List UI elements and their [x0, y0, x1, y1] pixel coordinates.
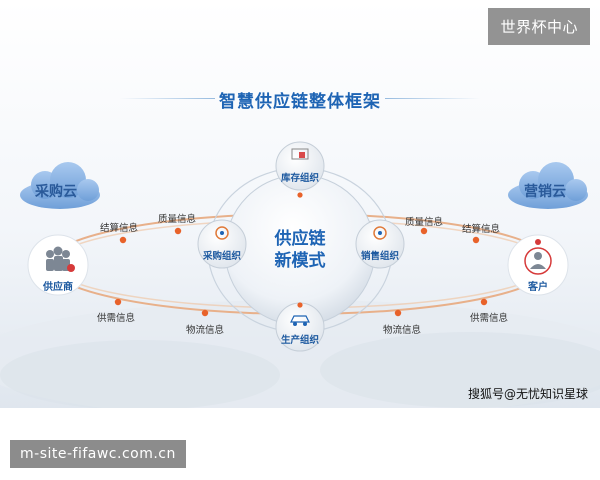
flow-dot: [480, 298, 488, 306]
flow-dot: [114, 298, 122, 306]
node-left-label: 采购组织: [202, 251, 241, 262]
flow-label-upper-left-1: 结算信息: [100, 223, 139, 234]
title-divider-right: [385, 98, 480, 99]
flow-label-upper-left-2: 质量信息: [158, 214, 197, 225]
node-right-label: 销售组织: [360, 251, 399, 262]
production-icon: [290, 315, 310, 326]
center-line1: 供应链: [274, 229, 326, 249]
flow-label-upper-right-2: 结算信息: [462, 224, 501, 235]
flow-dot: [297, 302, 303, 308]
cloud-left: [20, 162, 100, 209]
site-url-label: m-site-fifawc.com.cn: [10, 440, 186, 468]
diagram-title: 智慧供应链整体框架: [219, 92, 381, 112]
flow-label-upper-right-1: 质量信息: [405, 217, 444, 228]
flow-label-lower-right-1: 物流信息: [383, 325, 422, 336]
flow-dot: [394, 309, 402, 317]
supplier-label: 供应商: [43, 282, 73, 293]
customer-endpoint: [507, 234, 569, 296]
node-bottom-label: 生产组织: [280, 335, 319, 346]
node-bottom: [275, 302, 325, 352]
procurement-icon: [215, 226, 229, 240]
people-icon: [46, 246, 75, 272]
cloud-right: [508, 162, 588, 209]
flow-dot: [119, 236, 127, 244]
flow-label-lower-right-2: 供需信息: [470, 313, 509, 324]
flow-label-lower-left-2: 物流信息: [186, 325, 225, 336]
node-left: [197, 219, 247, 269]
flow-dots: [114, 192, 488, 317]
node-top: [275, 141, 325, 191]
source-watermark: 搜狐号@无忧知识星球: [467, 387, 588, 401]
flow-label-lower-left-1: 供需信息: [97, 313, 136, 324]
cloud-right-label: 营销云: [524, 184, 566, 200]
flow-dot: [174, 227, 182, 235]
person-icon: [530, 252, 546, 269]
sales-icon: [373, 226, 387, 240]
supplier-endpoint: [27, 234, 89, 296]
node-top-label: 库存组织: [280, 173, 319, 184]
cloud-left-label: 采购云: [35, 184, 77, 200]
flow-dot: [420, 227, 428, 235]
world-cup-center-badge[interactable]: 世界杯中心: [488, 8, 590, 45]
inventory-icon: [291, 148, 309, 160]
flow-dot: [297, 192, 303, 198]
flow-dot: [201, 309, 209, 317]
customer-label: 客户: [528, 282, 548, 293]
center-line2: 新模式: [274, 251, 326, 271]
flow-dot: [472, 236, 480, 244]
node-right: [355, 219, 405, 269]
title-divider-left: [120, 98, 215, 99]
